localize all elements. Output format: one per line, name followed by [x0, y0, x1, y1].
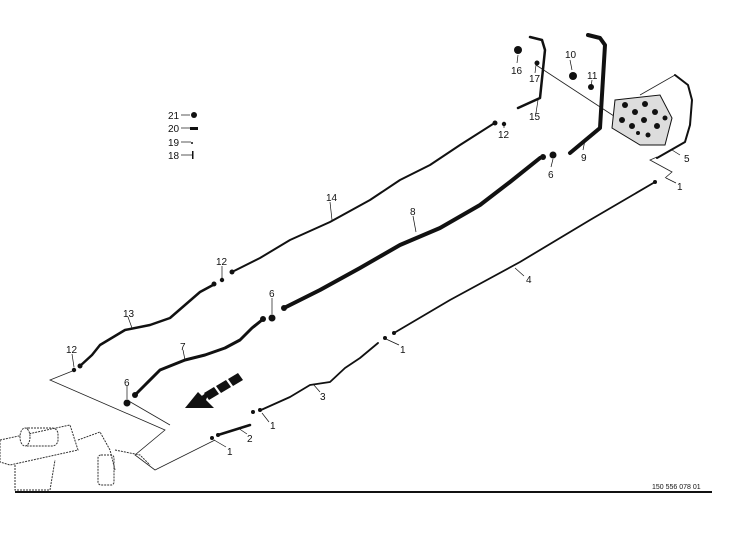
- callout-3[interactable]: 3: [320, 392, 326, 403]
- callout-1[interactable]: 1: [400, 345, 406, 356]
- callout-6[interactable]: 6: [269, 289, 275, 300]
- hose-2[interactable]: [216, 423, 252, 437]
- callout-17[interactable]: 17: [529, 74, 541, 85]
- callout-6[interactable]: 6: [548, 170, 554, 181]
- hose-14[interactable]: [231, 123, 494, 273]
- callout-6[interactable]: 6: [124, 378, 130, 389]
- hose-3[interactable]: [260, 342, 379, 411]
- callout-9[interactable]: 9: [581, 153, 587, 164]
- hose-8[interactable]: [282, 156, 542, 310]
- hose-9[interactable]: [568, 33, 607, 155]
- direction-arrow-icon: [185, 373, 243, 408]
- callout-4[interactable]: 4: [526, 275, 532, 286]
- callout-10[interactable]: 10: [565, 50, 577, 61]
- control-valve-block: [611, 94, 673, 146]
- callout-16[interactable]: 16: [511, 66, 523, 77]
- callouts: 14 8 13 7 4 3 2 15 9 5 16 17 10 11 12 6 …: [66, 50, 690, 458]
- guide-line: [126, 399, 171, 426]
- callout-12[interactable]: 12: [498, 130, 510, 141]
- guide-line: [639, 74, 676, 96]
- guide-line: [649, 156, 673, 179]
- callout-1[interactable]: 1: [677, 182, 683, 193]
- callout-15[interactable]: 15: [529, 112, 541, 123]
- callout-18[interactable]: 18: [168, 151, 180, 162]
- fittings: [71, 46, 657, 440]
- callout-20[interactable]: 20: [168, 124, 180, 135]
- callout-5[interactable]: 5: [684, 154, 690, 165]
- callout-13[interactable]: 13: [123, 309, 135, 320]
- hose-4[interactable]: [393, 181, 656, 334]
- callout-1[interactable]: 1: [270, 421, 276, 432]
- guide-line: [48, 369, 216, 471]
- leader-lines: [71, 54, 681, 448]
- callout-14[interactable]: 14: [326, 193, 338, 204]
- callout-19[interactable]: 19: [168, 138, 180, 149]
- callout-7[interactable]: 7: [180, 342, 186, 353]
- hose-5[interactable]: [656, 74, 693, 159]
- reference-number: 150 556 078 01: [652, 484, 701, 491]
- guide-line: [535, 64, 621, 121]
- callout-1[interactable]: 1: [227, 447, 233, 458]
- callout-2[interactable]: 2: [247, 434, 253, 445]
- hose-13[interactable]: [78, 283, 215, 368]
- frame-and-filter: [0, 424, 151, 491]
- callout-12[interactable]: 12: [216, 257, 228, 268]
- hose-7[interactable]: [133, 318, 264, 397]
- callout-12[interactable]: 12: [66, 345, 78, 356]
- callout-11[interactable]: 11: [587, 71, 598, 82]
- callout-8[interactable]: 8: [410, 207, 416, 218]
- callout-21[interactable]: 21: [168, 111, 180, 122]
- hose-15[interactable]: [516, 35, 547, 110]
